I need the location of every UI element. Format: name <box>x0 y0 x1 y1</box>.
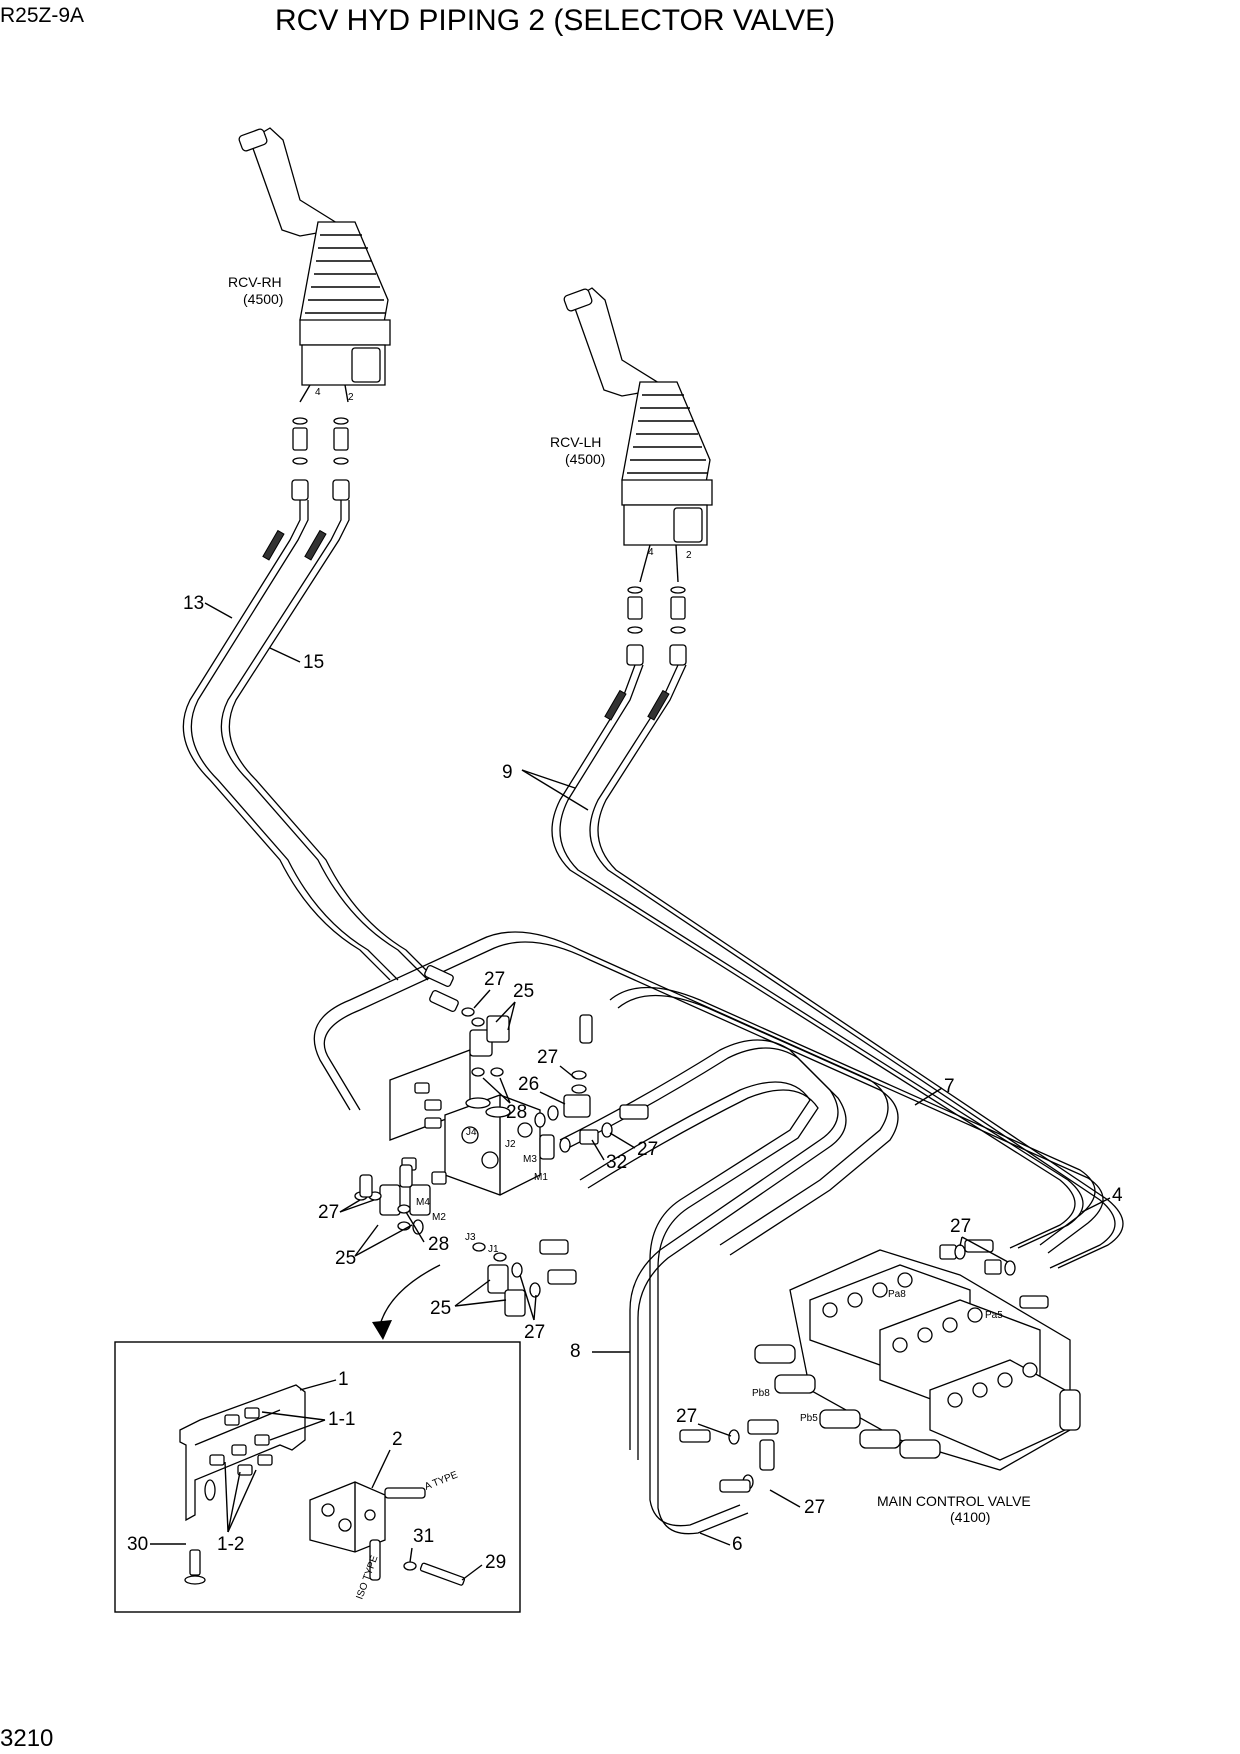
rcv-rh-label: RCV-RH <box>228 274 282 290</box>
callout-7: 7 <box>944 1076 955 1097</box>
rcv-rh-fittings <box>291 417 350 501</box>
callout-27c: 27 <box>637 1139 658 1160</box>
mcv-code: (4100) <box>950 1509 990 1525</box>
detail-box <box>114 1341 521 1613</box>
rcv-lh-port-2: 2 <box>686 550 692 561</box>
page-title: RCV HYD PIPING 2 (SELECTOR VALVE) <box>275 4 835 37</box>
port-j2: J2 <box>505 1139 516 1150</box>
port-j1: J1 <box>488 1244 499 1255</box>
mcv-port-pa5: Pa5 <box>985 1310 1003 1321</box>
mcv-port-pb8: Pb8 <box>752 1388 770 1399</box>
selector-valve-assembly <box>313 931 1104 1535</box>
hoses-13-15 <box>182 500 437 981</box>
detail-bracket-and-valve <box>179 1384 466 1586</box>
model-code: R25Z-9A <box>0 4 84 27</box>
callout-26: 26 <box>518 1074 539 1095</box>
rcv-rh-port-2: 2 <box>348 392 354 403</box>
callout-27b: 27 <box>537 1047 558 1068</box>
detail-arrow-icon <box>372 1320 392 1340</box>
rcv-rh-code: (4500) <box>243 291 283 307</box>
mcv-port-pb5: Pb5 <box>800 1413 818 1424</box>
callout-4: 4 <box>1112 1185 1123 1206</box>
callout-27e: 27 <box>524 1322 545 1343</box>
callout-28a: 28 <box>506 1102 527 1123</box>
callout-8: 8 <box>570 1341 581 1362</box>
callout-d1-2: 1-2 <box>217 1534 244 1555</box>
port-m4: M4 <box>416 1197 430 1208</box>
rcv-lh-port-4: 4 <box>648 547 654 558</box>
callout-d30: 30 <box>127 1534 148 1555</box>
callout-25b: 25 <box>335 1248 356 1269</box>
callout-d2: 2 <box>392 1429 403 1450</box>
callout-27d: 27 <box>318 1202 339 1223</box>
port-j3: J3 <box>465 1232 476 1243</box>
detail-a-type: A TYPE <box>423 1469 460 1492</box>
page-number: 3210 <box>0 1725 53 1752</box>
port-m2: M2 <box>432 1212 446 1223</box>
callout-27a: 27 <box>484 969 505 990</box>
rcv-rh-port-4: 4 <box>315 387 321 398</box>
rcv-rh-joystick <box>238 127 391 403</box>
callout-6: 6 <box>732 1534 743 1555</box>
callout-d31: 31 <box>413 1526 434 1547</box>
main-control-valve <box>679 1239 1081 1493</box>
callout-d1-1: 1-1 <box>328 1409 355 1430</box>
hoses-9 <box>551 664 1124 1269</box>
port-j4: J4 <box>466 1127 477 1138</box>
callout-27f: 27 <box>950 1216 971 1237</box>
callout-13: 13 <box>183 593 204 614</box>
mcv-port-pa8: Pa8 <box>888 1289 906 1300</box>
port-m3: M3 <box>523 1154 537 1165</box>
callout-28b: 28 <box>428 1234 449 1255</box>
callout-25c: 25 <box>430 1298 451 1319</box>
callout-32: 32 <box>606 1152 627 1173</box>
rcv-lh-fittings <box>626 586 687 666</box>
rcv-lh-label: RCV-LH <box>550 434 601 450</box>
rcv-lh-code: (4500) <box>565 451 605 467</box>
mcv-label: MAIN CONTROL VALVE <box>877 1493 1031 1509</box>
callout-25a: 25 <box>513 981 534 1002</box>
callout-27h: 27 <box>804 1497 825 1518</box>
callout-15: 15 <box>303 652 324 673</box>
callout-27g: 27 <box>676 1406 697 1427</box>
callout-9: 9 <box>502 762 513 783</box>
callout-d1: 1 <box>338 1369 349 1390</box>
port-m1: M1 <box>534 1172 548 1183</box>
callout-d29: 29 <box>485 1552 506 1573</box>
rcv-lh-joystick <box>563 287 713 583</box>
